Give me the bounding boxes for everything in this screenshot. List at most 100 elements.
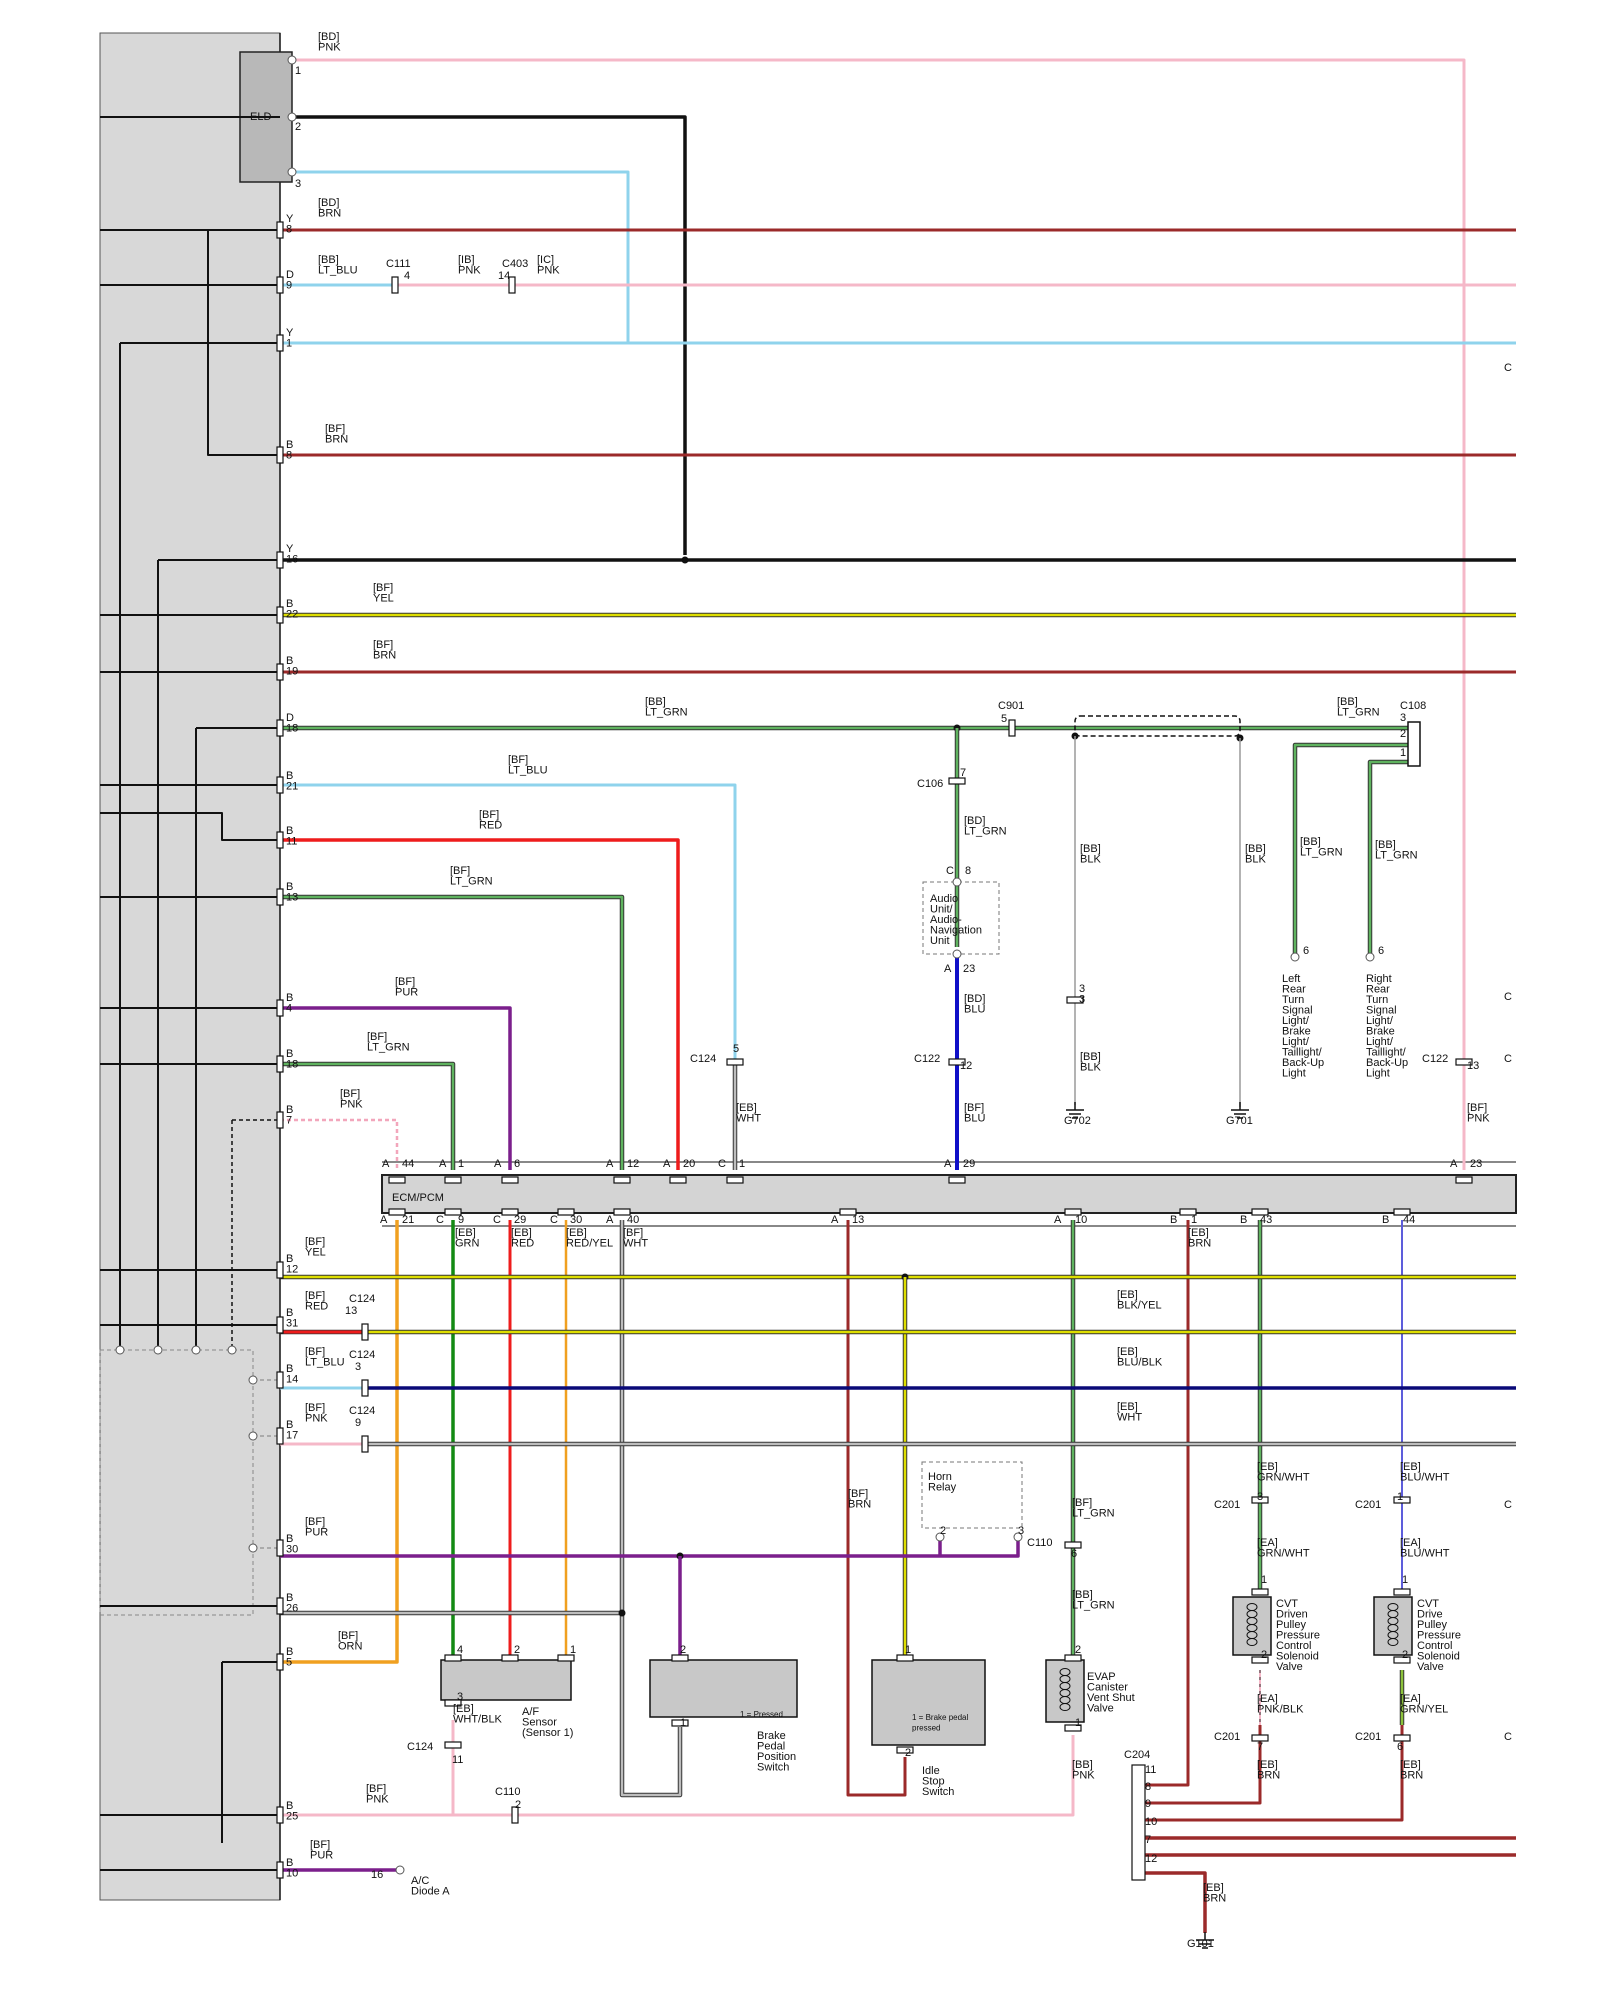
pin-ecm-bottom bbox=[444, 1208, 462, 1216]
label-line: 43 bbox=[1260, 1214, 1272, 1226]
label-line: 29 bbox=[963, 1158, 975, 1170]
eld-terminal bbox=[287, 55, 297, 65]
label-line: C201 bbox=[1355, 1731, 1381, 1743]
wire-bd-pnk bbox=[292, 58, 1466, 1170]
label-line: C bbox=[493, 1214, 501, 1226]
label-line: [EB] bbox=[736, 1102, 757, 1114]
harness-pin bbox=[276, 221, 284, 239]
diagram-label: B bbox=[1170, 1214, 1177, 1226]
diagram-label: 1 bbox=[1400, 747, 1406, 759]
label-line: 44 bbox=[1403, 1214, 1415, 1226]
label-line: [BF] bbox=[373, 582, 393, 594]
eld-terminal bbox=[287, 167, 297, 177]
c201-pin-6 bbox=[1393, 1734, 1411, 1742]
label-line: ORN bbox=[338, 1641, 363, 1653]
label-line: 31 bbox=[286, 1318, 298, 1330]
label-line: Light/ bbox=[1282, 1036, 1310, 1048]
label-line: LT_GRN bbox=[367, 1042, 410, 1054]
label-line: 29 bbox=[514, 1214, 526, 1226]
diagram-label: 21 bbox=[402, 1214, 414, 1226]
label-line: 14 bbox=[286, 1374, 298, 1386]
label-line: YEL bbox=[305, 1247, 326, 1259]
label-line: BLU bbox=[964, 1113, 985, 1125]
label-line: Idle bbox=[922, 1765, 940, 1777]
label-line: PNK bbox=[340, 1099, 363, 1111]
label-line: 2 bbox=[1075, 1644, 1081, 1656]
label-line: PUR bbox=[395, 987, 418, 999]
diagram-label: 2 bbox=[1400, 728, 1406, 740]
diagram-label: [EB]WHT bbox=[1117, 1401, 1142, 1424]
wire-eld-blk bbox=[292, 115, 687, 555]
wires bbox=[100, 58, 1516, 1933]
label-line: LT_GRN bbox=[964, 826, 1007, 838]
bus-terminal bbox=[248, 1431, 258, 1441]
coil-loop bbox=[1387, 1638, 1399, 1646]
wire-eb-brn-9 bbox=[1145, 1725, 1404, 1822]
diagram-label: [BB]BLK bbox=[1080, 843, 1101, 866]
label-line: BLU bbox=[964, 1004, 985, 1016]
label-line: BLU/BLK bbox=[1117, 1357, 1163, 1369]
diagram-label: 1 bbox=[680, 1717, 686, 1729]
diagram-label: C201 bbox=[1214, 1499, 1240, 1511]
c204-connector bbox=[1131, 1764, 1146, 1881]
diagram-label: 10 bbox=[1145, 1816, 1157, 1828]
label-line: [BB] bbox=[1072, 1589, 1093, 1601]
label-line: Control bbox=[1417, 1640, 1452, 1652]
label-line: LT_BLU bbox=[305, 1357, 345, 1369]
diagram-label: 8 bbox=[965, 865, 971, 877]
label-line: GRN/WHT bbox=[1257, 1548, 1310, 1560]
label-line: GRN/WHT bbox=[1257, 1472, 1310, 1484]
label-line: G101 bbox=[1187, 1938, 1214, 1950]
label-line: Y bbox=[286, 327, 294, 339]
label-line: C bbox=[436, 1214, 444, 1226]
label-line: 26 bbox=[286, 1603, 298, 1615]
label-line: Horn bbox=[928, 1471, 952, 1483]
harness-pin bbox=[276, 1861, 284, 1879]
c108-connector bbox=[1407, 721, 1421, 767]
label-line: LT_GRN bbox=[1072, 1508, 1115, 1520]
label-line: Sensor bbox=[522, 1717, 557, 1729]
diagram-label: [BB]LT_GRN bbox=[1300, 836, 1343, 859]
label-line: 2 bbox=[515, 1799, 521, 1811]
bus-terminal bbox=[115, 1345, 125, 1355]
label-line: B bbox=[1382, 1214, 1389, 1226]
label-line: B bbox=[286, 439, 293, 451]
pin-c1 bbox=[726, 1176, 744, 1184]
label-line: C110 bbox=[1027, 1537, 1052, 1549]
label-line: [BF] bbox=[373, 639, 393, 651]
label-line: [BF] bbox=[305, 1346, 325, 1358]
label-line: 14 bbox=[498, 270, 510, 282]
af-pin bbox=[444, 1654, 462, 1662]
label-line: C bbox=[1504, 1499, 1512, 1511]
label-line: 22 bbox=[286, 609, 298, 621]
c111-pin bbox=[391, 276, 399, 294]
label-line: C122 bbox=[914, 1053, 940, 1065]
label-line: B bbox=[286, 1419, 293, 1431]
label-line: 7 bbox=[960, 767, 966, 779]
label-line: C106 bbox=[917, 778, 943, 790]
label-line: 2 bbox=[1402, 1649, 1408, 1661]
diagram-label: 20 bbox=[683, 1158, 695, 1170]
diagram-label: 2 bbox=[940, 1525, 946, 1537]
diagram-label: [EA]BLU/WHT bbox=[1400, 1537, 1450, 1560]
wire-bf-ltgrn-18 bbox=[280, 1062, 455, 1170]
label-line: 10 bbox=[286, 1868, 298, 1880]
diagram-label: [BD]PNK bbox=[318, 31, 341, 54]
label-line: GRN/YEL bbox=[1400, 1704, 1448, 1716]
diagram-label: A bbox=[606, 1158, 614, 1170]
label-line: Driven bbox=[1276, 1609, 1308, 1621]
wire-pnk-evap bbox=[453, 1735, 1075, 1817]
right-light-pin bbox=[1365, 952, 1375, 962]
label-line: 9 bbox=[355, 1417, 361, 1429]
label-line: C110 bbox=[495, 1786, 520, 1798]
wire-bf-ltgrn-13 bbox=[280, 895, 624, 1170]
diagram-label: C108 bbox=[1400, 700, 1426, 712]
cvt-drive-pin-2 bbox=[1393, 1656, 1411, 1664]
label-line: 30 bbox=[286, 1544, 298, 1556]
